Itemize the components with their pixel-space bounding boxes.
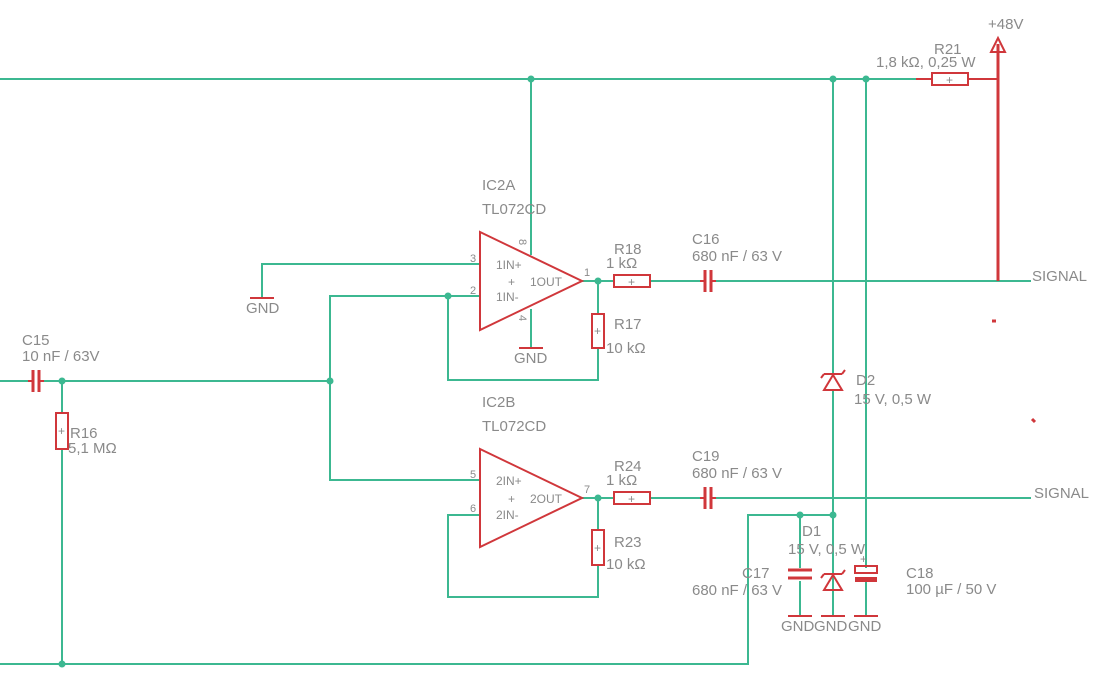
junction-dot <box>862 75 870 83</box>
gnd-symbol-left: GND <box>246 295 280 317</box>
capacitor-c18-name: C18 <box>906 565 934 582</box>
opamp-ic2b-value: TL072CD <box>482 418 546 435</box>
opamp-ic2b-pin-7: 7 <box>584 484 590 496</box>
resistor-r18-pin-mark: + <box>628 275 635 289</box>
opamp-ic2b-in-plus: 2IN+ <box>496 474 522 488</box>
signal-port-bottom: SIGNAL <box>1034 485 1089 502</box>
junction-dot <box>444 292 452 300</box>
opamp-ic2a-pin-3: 3 <box>470 253 476 265</box>
resistor-r18-name: R18 <box>614 241 642 258</box>
opamp-ic2b[interactable]: IC2B TL072CD 2IN+ 2IN- 2OUT + 5 6 7 <box>470 394 590 549</box>
zener-diode-d2-value: 15 V, 0,5 W <box>854 391 932 408</box>
opamp-ic2b-out: 2OUT <box>530 492 563 506</box>
resistor-r18-value: 1 kΩ <box>606 255 637 272</box>
zener-diode-d1-name: D1 <box>802 523 821 540</box>
opamp-ic2a-out: 1OUT <box>530 275 563 289</box>
opamp-ic2a-pin-4: 4 <box>516 315 528 321</box>
gnd-label: GND <box>514 350 548 367</box>
capacitor-c19[interactable]: C19 680 nF / 63 V <box>692 448 782 509</box>
opamp-ic2a-value: TL072CD <box>482 201 546 218</box>
resistor-r18[interactable]: + R18 1 kΩ <box>606 241 651 289</box>
supply-48v[interactable]: +48V <box>988 16 1023 281</box>
resistor-r21-name: R21 <box>934 41 962 58</box>
gnd-label: GND <box>814 618 848 635</box>
gnd-label: GND <box>246 300 280 317</box>
resistor-r17-value: 10 kΩ <box>606 340 646 357</box>
capacitor-c19-name: C19 <box>692 448 720 465</box>
zener-diode-d1[interactable]: D1 15 V, 0,5 W <box>788 523 866 591</box>
resistor-r24-value: 1 kΩ <box>606 472 637 489</box>
resistor-r24-pin-mark: + <box>628 492 635 506</box>
resistor-r23[interactable]: + R23 10 kΩ <box>591 529 646 573</box>
capacitor-c16-value: 680 nF / 63 V <box>692 248 782 265</box>
resistor-r21-pin-mark: + <box>946 73 953 87</box>
junction-dot <box>594 277 602 285</box>
junction-dot <box>527 75 535 83</box>
wires <box>0 78 1031 665</box>
opamp-ic2a-name: IC2A <box>482 177 515 194</box>
resistor-r17-name: R17 <box>614 316 642 333</box>
junction-dot <box>58 660 66 668</box>
opamp-ic2a-pin-2: 2 <box>470 285 476 297</box>
junction-dot <box>594 494 602 502</box>
signal-port-top: SIGNAL <box>1032 268 1087 285</box>
resistor-r23-name: R23 <box>614 534 642 551</box>
resistor-r21[interactable]: + R21 1,8 kΩ, 0,25 W <box>876 41 998 87</box>
gnd-label: GND <box>781 618 815 635</box>
zener-diode-d2-name: D2 <box>856 372 875 389</box>
capacitor-c18[interactable]: + C18 100 µF / 50 V <box>854 552 996 598</box>
capacitor-c16-name: C16 <box>692 231 720 248</box>
junctions <box>58 75 870 668</box>
junction-dot <box>58 377 66 385</box>
zener-diode-d1-value: 15 V, 0,5 W <box>788 541 866 558</box>
junction-dot <box>829 75 837 83</box>
gnd-symbol-c17: GND <box>781 615 815 635</box>
opamp-ic2a-pin-8: 8 <box>516 239 528 245</box>
supply-48v-label: +48V <box>988 16 1023 33</box>
resistor-r16-name: R16 <box>70 425 98 442</box>
opamp-ic2b-in-minus: 2IN- <box>496 508 519 522</box>
resistor-r24[interactable]: + R24 1 kΩ <box>606 458 651 506</box>
resistor-r17[interactable]: + R17 10 kΩ <box>591 313 646 357</box>
resistor-r24-name: R24 <box>614 458 642 475</box>
opamp-ic2b-center-mark: + <box>508 492 515 506</box>
opamp-ic2b-name: IC2B <box>482 394 515 411</box>
resistor-r17-pin-mark: + <box>594 324 601 338</box>
opamp-ic2a[interactable]: IC2A TL072CD 1IN+ 1IN- 1OUT + 3 2 1 8 4 <box>470 177 590 332</box>
capacitor-c17-value: 680 nF / 63 V <box>692 582 782 599</box>
capacitor-c15-name: C15 <box>22 332 50 349</box>
capacitor-c16[interactable]: C16 680 nF / 63 V <box>692 231 782 292</box>
resistor-r16-pin-mark: + <box>58 424 65 438</box>
gnd-symbol-ic2a: GND <box>514 347 548 367</box>
gnd-symbol-d1: GND <box>814 615 848 635</box>
zener-diode-d2[interactable]: D2 15 V, 0,5 W <box>820 369 932 408</box>
capacitor-c17[interactable]: C17 680 nF / 63 V <box>692 565 812 599</box>
capacitor-c17-name: C17 <box>742 565 770 582</box>
capacitor-c18-value: 100 µF / 50 V <box>906 581 996 598</box>
opamp-ic2b-pin-6: 6 <box>470 503 476 515</box>
opamp-ic2a-in-plus: 1IN+ <box>496 258 522 272</box>
opamp-ic2b-pin-5: 5 <box>470 469 476 481</box>
junction-dot <box>796 511 804 519</box>
capacitor-c15[interactable]: C15 10 nF / 63V <box>22 332 100 392</box>
resistor-r16[interactable]: + R16 5,1 MΩ <box>55 412 117 457</box>
opamp-ic2a-pin-1: 1 <box>584 267 590 279</box>
capacitor-c15-value: 10 nF / 63V <box>22 348 100 365</box>
gnd-symbol-c18: GND <box>848 615 882 635</box>
gnd-label: GND <box>848 618 882 635</box>
capacitor-c19-value: 680 nF / 63 V <box>692 465 782 482</box>
resistor-r21-value: 1,8 kΩ, 0,25 W <box>876 54 976 71</box>
opamp-ic2a-in-minus: 1IN- <box>496 290 519 304</box>
junction-dot <box>829 511 837 519</box>
resistor-r23-pin-mark: + <box>594 541 601 555</box>
junction-dot <box>326 377 334 385</box>
stray-mark <box>1030 417 1037 424</box>
resistor-r16-value: 5,1 MΩ <box>68 440 117 457</box>
opamp-ic2a-center-mark: + <box>508 275 515 289</box>
resistor-r23-value: 10 kΩ <box>606 556 646 573</box>
capacitor-c18-polarity-mark: + <box>860 552 867 566</box>
